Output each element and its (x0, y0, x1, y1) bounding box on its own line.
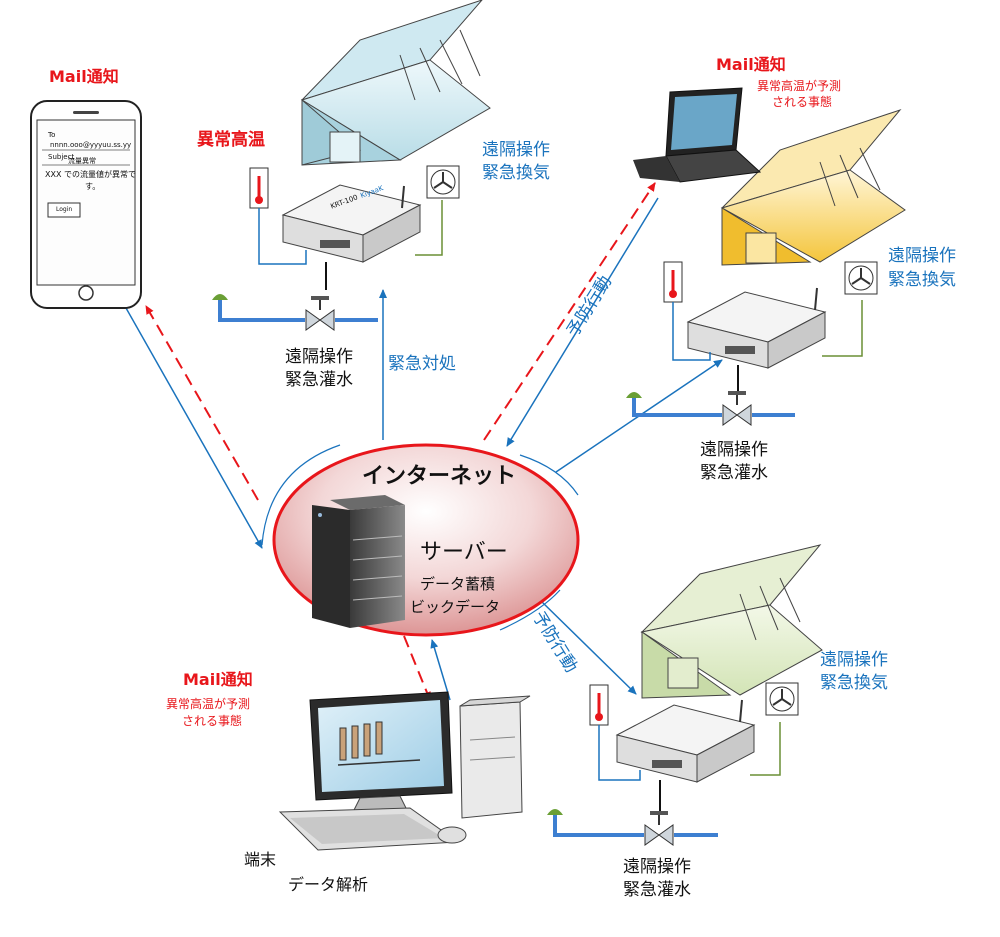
smartphone-icon (30, 100, 142, 309)
bottom-vent-op-label: 遠隔操作 (820, 650, 888, 670)
top-vent-label: 緊急換気 (482, 163, 550, 183)
terminal-predict-line1: 異常高温が予測 (166, 697, 251, 711)
greenhouse-blue-icon (300, 0, 491, 166)
laptop-mail-notice: Mail通知 (716, 55, 786, 74)
phone-subject-value: 流量異常 (68, 157, 96, 165)
bottom-water-op-label: 遠隔操作 (623, 857, 691, 877)
phone-mail-notice: Mail通知 (49, 67, 119, 86)
phone-subject-label: Subject (48, 153, 75, 161)
top-water-op-label: 遠隔操作 (285, 347, 353, 367)
dashed-arrow-server-to-laptop (483, 182, 656, 441)
phone-body-text-2: す。 (85, 182, 101, 191)
server-label: サーバー (420, 540, 508, 565)
sensor-wiring-bottom (547, 682, 799, 846)
arrow-terminal-to-server (430, 639, 451, 701)
top-vent-op-label: 遠隔操作 (482, 140, 550, 160)
phone-to-value: nnnn.ooo@yyyuu.ss.yy (50, 141, 132, 149)
terminal-mail-notice: Mail通知 (183, 670, 253, 689)
server-tower-icon (312, 495, 405, 628)
phone-body-text: XXX での流量値が異常で (45, 170, 136, 179)
greenhouse-yellow-icon (720, 108, 906, 266)
bottom-water-label: 緊急灌水 (623, 880, 691, 900)
emergency-response-label: 緊急対処 (388, 354, 456, 374)
phone-to-label: To (48, 131, 56, 139)
arrow-server-to-bottom-device (539, 599, 637, 695)
dashed-arrow-server-to-terminal (403, 635, 431, 701)
terminal-name-label: 端末 (244, 850, 277, 869)
right-water-op-label: 遠隔操作 (700, 440, 768, 460)
desktop-terminal-icon (278, 691, 531, 851)
alert-high-temp-label: 異常高温 (197, 130, 265, 150)
arrow-laptop-to-server (506, 197, 659, 447)
sensor-wiring-right (626, 261, 878, 426)
sensor-wiring-top (212, 165, 460, 331)
arrow-phone-to-server (125, 307, 263, 549)
bottom-vent-label: 緊急換気 (820, 673, 888, 693)
data-store-label: データ蓄積 (420, 575, 496, 593)
terminal-predict-line2: される事態 (182, 714, 243, 728)
control-unit-bottom (615, 699, 756, 783)
laptop-icon (633, 87, 762, 183)
dashed-arrow-server-to-phone (145, 305, 259, 501)
laptop-predict-line1: 異常高温が予測 (757, 79, 842, 93)
internet-label: インターネット (362, 464, 517, 489)
right-vent-label: 緊急換気 (888, 270, 956, 290)
control-unit-top (281, 184, 422, 263)
greenhouse-green-icon (640, 544, 823, 699)
laptop-predict-line2: される事態 (772, 95, 833, 109)
phone-login-button[interactable]: Login (56, 206, 73, 213)
top-water-label: 緊急灌水 (285, 370, 353, 390)
right-water-label: 緊急灌水 (700, 463, 768, 483)
data-analysis-label: データ解析 (288, 875, 369, 894)
control-unit-right (686, 287, 827, 369)
big-data-label: ビックデータ (410, 598, 501, 616)
right-vent-op-label: 遠隔操作 (888, 246, 956, 266)
